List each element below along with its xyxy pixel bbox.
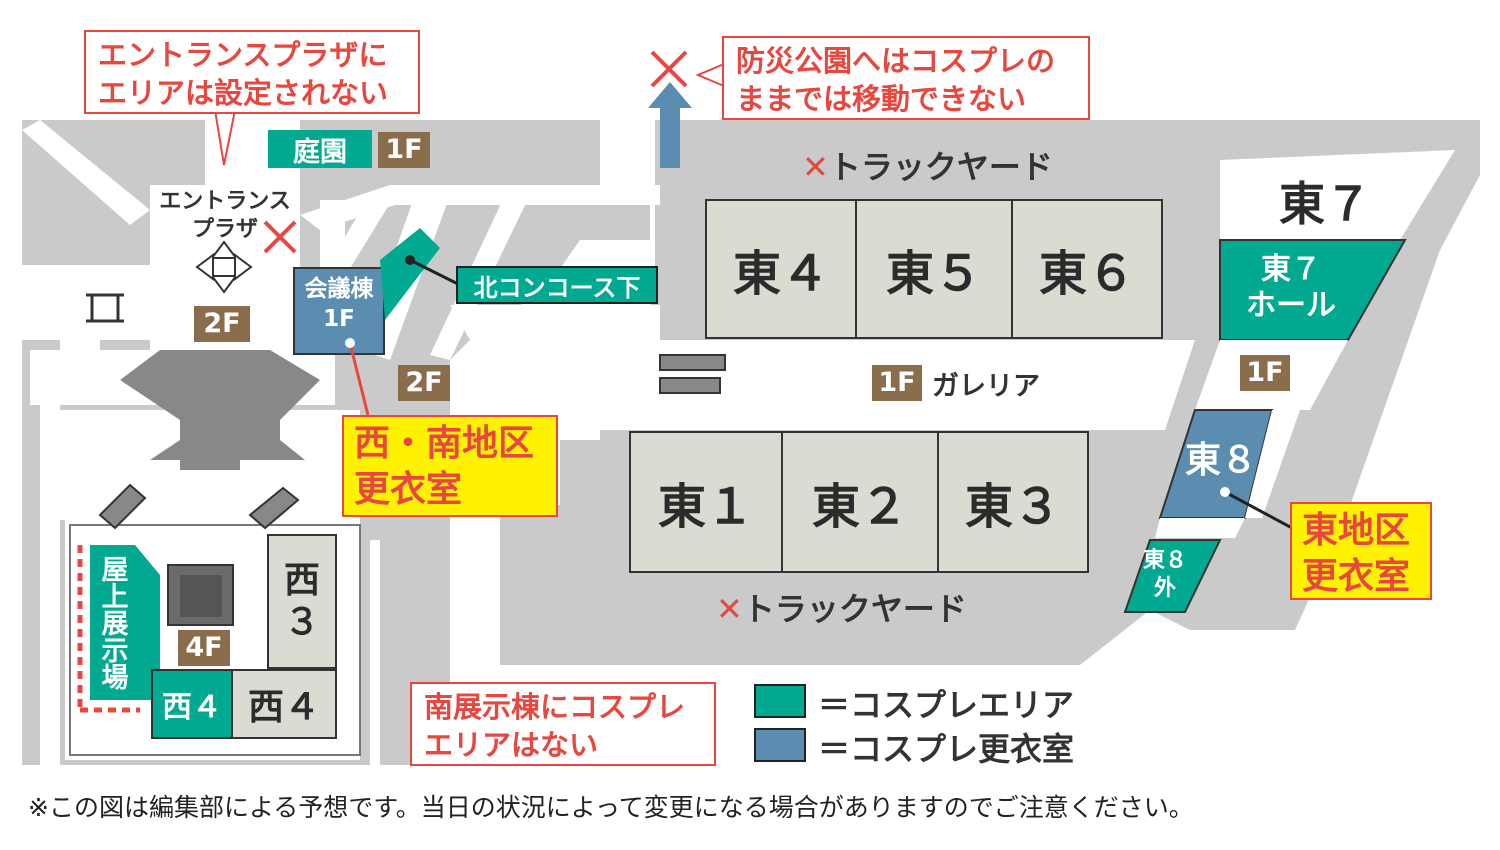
track-yard-bottom-label: トラックヤード bbox=[742, 590, 967, 628]
legend-cosplay-area-label: ＝コスプレエリア bbox=[818, 686, 1075, 724]
legend-changing-room-label: ＝コスプレ更衣室 bbox=[818, 730, 1075, 768]
callout-south-building: 南展示棟にコスプレ エリアはない bbox=[410, 682, 716, 766]
hall-east-5: 東５ bbox=[885, 246, 982, 302]
track-yard-bottom-x-mark: ✕ bbox=[716, 590, 743, 628]
rooftop-exhibition-area: 屋上展示場 bbox=[96, 554, 128, 690]
callout-entrance-plaza: エントランスプラザに エリアは設定されない bbox=[84, 30, 420, 114]
footnote: ※この図は編集部による予想です。当日の状況によって変更になる場合がありますのでご… bbox=[28, 793, 1194, 822]
hall-east-7: 東７ bbox=[1279, 177, 1371, 231]
hall-east-8-outside: 東８ 外 bbox=[1142, 548, 1187, 601]
floor-tag-galleria-1f: 1F bbox=[872, 365, 922, 401]
legend-changing-room-swatch bbox=[754, 728, 806, 762]
entrance-plaza-label: エントランス プラザ bbox=[159, 189, 291, 242]
hall-east-2: 東２ bbox=[811, 479, 908, 535]
hall-east-4: 東４ bbox=[732, 246, 829, 302]
north-concourse-label: 北コンコース下 bbox=[456, 266, 658, 304]
hall-west-4-cosplay-area: 西４ bbox=[162, 690, 222, 725]
conference-building-label: 会議棟 1F bbox=[304, 276, 374, 332]
changing-room-west-south: 西・南地区 更衣室 bbox=[342, 415, 558, 517]
hall-east-7-hall-area: 東７ ホール bbox=[1246, 252, 1336, 323]
hall-west-4: 西４ bbox=[247, 687, 320, 728]
track-yard-bottom: ✕トラックヤード bbox=[716, 584, 967, 630]
callout-disaster-park: 防災公園へはコスプレの ままでは移動できない bbox=[722, 36, 1090, 120]
legend-cosplay-area-swatch bbox=[754, 684, 806, 718]
track-yard-top-x-mark: ✕ bbox=[802, 148, 829, 186]
hall-east-1: 東１ bbox=[657, 479, 754, 535]
floor-tag-west-4f: 4F bbox=[178, 630, 230, 666]
track-yard-top-label: トラックヤード bbox=[828, 148, 1053, 186]
floor-tag-entrance-2f: 2F bbox=[194, 306, 250, 342]
floor-tag-east-1f: 1F bbox=[1240, 355, 1290, 391]
hall-east-3: 東３ bbox=[964, 479, 1061, 535]
hall-east-8-changing: 東８ bbox=[1184, 440, 1257, 481]
track-yard-top: ✕トラックヤード bbox=[802, 142, 1053, 188]
changing-room-east: 東地区 更衣室 bbox=[1290, 502, 1432, 600]
floor-tag-garden-1f: 1F bbox=[378, 132, 430, 168]
garden-label: 庭園 bbox=[268, 130, 372, 168]
hall-west-3: 西 ３ bbox=[283, 560, 320, 643]
hall-east-6: 東６ bbox=[1038, 246, 1135, 302]
galleria-label: ガレリア bbox=[932, 371, 1040, 402]
floor-tag-conference-2f: 2F bbox=[398, 365, 450, 401]
